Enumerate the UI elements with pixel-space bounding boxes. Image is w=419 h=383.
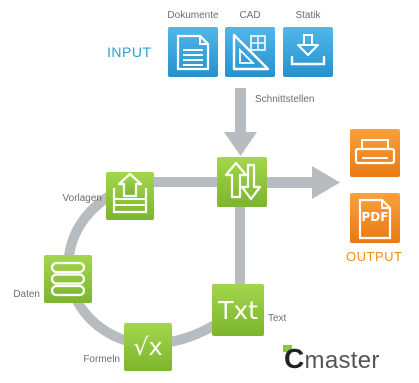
brand-initial: C: [284, 343, 305, 374]
brand-logo-mark: [283, 345, 292, 352]
brand-wordmark: Cmaster: [284, 343, 380, 374]
text-txt-icon: Txt: [218, 295, 258, 325]
cad-drawing-icon: [225, 27, 275, 77]
text-txt-box: [212, 284, 264, 336]
printer-icon: [350, 129, 400, 177]
cycle-item-label-daten: Daten: [13, 289, 40, 300]
input-item-label-dokumente: Dokumente: [167, 10, 219, 21]
interface-label: Schnittstellen: [255, 94, 315, 105]
pdf-file-box: [350, 193, 400, 243]
document-icon: [168, 27, 218, 77]
input-item-label-cad: CAD: [239, 10, 261, 21]
cycle-item-label-vorlagen: Vorlagen: [62, 193, 102, 204]
output-label: OUTPUT: [346, 249, 403, 264]
import-export-arrows-icon: [217, 157, 267, 207]
structural-load-icon: [283, 27, 333, 77]
formula-sqrt-icon: √x: [133, 333, 163, 361]
brand-name-rest: master: [304, 347, 380, 374]
connectors: [63, 177, 245, 350]
cycle-item-label-formeln: Formeln: [83, 354, 120, 365]
formula-sqrt-box: [124, 323, 172, 371]
interface-down-arrow: [224, 88, 257, 156]
input-item-label-statik: Statik: [295, 10, 321, 21]
output-arrow: [262, 166, 340, 199]
pdf-file-icon: PDF: [361, 210, 389, 224]
cycle-item-label-text: Text: [268, 313, 287, 324]
cycle-loop-line: [63, 177, 245, 350]
template-upload-icon: [106, 172, 154, 220]
database-icon: [44, 255, 92, 303]
input-label: INPUT: [107, 44, 152, 60]
